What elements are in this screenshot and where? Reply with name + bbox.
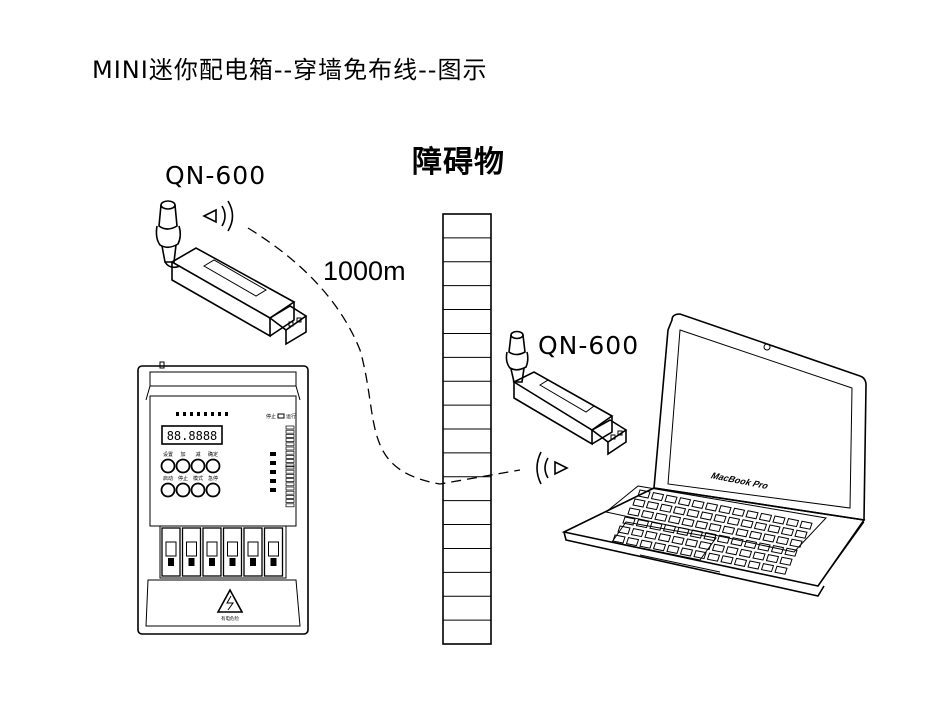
box-top-button-label: 减 — [195, 451, 200, 458]
box-top-button-label: 确定 — [208, 451, 218, 458]
box-bottom-button-1 — [160, 482, 176, 498]
box-top-button-label: 加 — [180, 451, 185, 458]
box-top-button-2 — [175, 458, 191, 474]
box-display-value: 88.8888 — [167, 429, 218, 443]
box-top-button-3 — [190, 458, 206, 474]
box-switch-stop-label: 停止 — [266, 413, 276, 420]
usb-antenna-dongle-icon — [155, 200, 308, 346]
box-bottom-button-label: 停止 — [178, 475, 188, 482]
box-warning-text: 有电危险 — [221, 615, 239, 622]
box-bottom-button-3 — [190, 482, 206, 498]
right-device-model-label: QN-600 — [538, 331, 640, 360]
laptop-icon: MacBook Pro — [561, 313, 867, 597]
obstacle-label: 障碍物 — [412, 145, 505, 180]
box-switch-run-label: 运行 — [286, 413, 296, 420]
box-bottom-button-label: 急停 — [208, 475, 218, 482]
wall-obstacle-icon — [442, 213, 492, 645]
usb-antenna-dongle-icon — [505, 330, 628, 456]
left-device-model-label: QN-600 — [165, 161, 267, 190]
signal-waves-icon — [202, 200, 234, 232]
diagram-title: MINI迷你配电箱--穿墙免布线--图示 — [92, 56, 488, 84]
distribution-box-icon: 88.8888 设置加减确定 启动停止模式急停 停止 运行 有电危险 — [137, 361, 309, 635]
box-bottom-button-label: 启动 — [163, 475, 173, 482]
box-top-button-1 — [160, 458, 176, 474]
signal-waves-icon — [536, 451, 569, 485]
box-top-button-label: 设置 — [163, 451, 173, 458]
distance-label: 1000m — [323, 256, 406, 286]
box-bottom-button-4 — [205, 482, 221, 498]
laptop-brand-text: MacBook Pro — [709, 471, 771, 491]
box-bottom-button-2 — [175, 482, 191, 498]
signal-path — [247, 227, 521, 485]
box-bottom-button-label: 模式 — [193, 475, 203, 482]
box-top-button-4 — [205, 458, 221, 474]
